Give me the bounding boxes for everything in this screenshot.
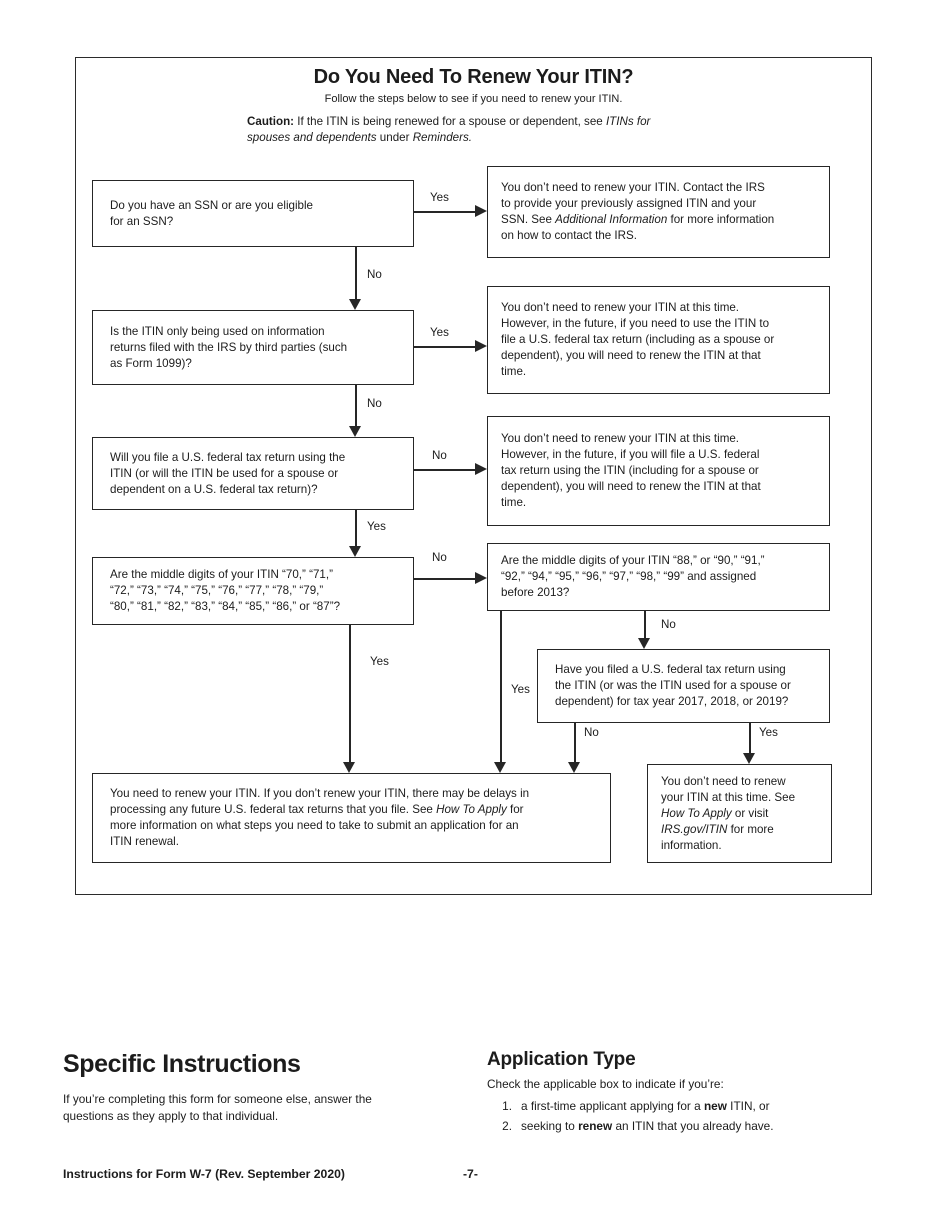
question-box-info-returns-text: Is the ITIN only being used on informati… <box>110 324 348 370</box>
caution-note: Caution: If the ITIN is being renewed fo… <box>247 115 651 144</box>
label-ssn-no: No <box>367 268 382 281</box>
application-type-item-renew: 2. seeking to renew an ITIN that you alr… <box>496 1118 916 1135</box>
answer-box-ssn-yes: You don’t need to renew your ITIN. Conta… <box>487 166 830 258</box>
question-box-info-returns: Is the ITIN only being used on informati… <box>92 310 414 385</box>
connector-middle-digits-yes <box>349 625 351 762</box>
footer-form-title: Instructions for Form W-7 (Rev. Septembe… <box>63 1167 345 1181</box>
answer-box-need-renew-text: You need to renew your ITIN. If you don’… <box>110 787 530 848</box>
arrowhead-middle-digits-no <box>475 572 487 584</box>
connector-ssn-no <box>355 247 357 300</box>
connector-middle-digits-88-99-yes <box>500 611 502 762</box>
label-middle-digits-88-99-yes: Yes <box>511 683 530 696</box>
application-type-heading: Application Type <box>487 1049 636 1070</box>
label-filed-yes: Yes <box>759 726 778 739</box>
arrowhead-filed-no <box>568 762 580 773</box>
connector-info-returns-no <box>355 385 357 427</box>
connector-ssn-yes <box>414 211 476 213</box>
question-box-middle-digits-88-99: Are the middle digits of your ITIN “88,”… <box>487 543 830 611</box>
label-ssn-yes: Yes <box>430 191 449 204</box>
question-box-middle-digits-70-87-text: Are the middle digits of your ITIN “70,”… <box>110 568 341 613</box>
flowchart-subtitle: Follow the steps below to see if you nee… <box>324 93 623 105</box>
list-text: a first-time applicant applying for a ne… <box>521 1099 770 1113</box>
arrowhead-info-returns-no <box>349 426 361 437</box>
specific-instructions-body: If you’re completing this form for someo… <box>63 1092 372 1123</box>
application-type-intro: Check the applicable box to indicate if … <box>487 1077 724 1091</box>
answer-box-ssn-yes-text: You don’t need to renew your ITIN. Conta… <box>501 181 775 242</box>
question-box-will-file: Will you file a U.S. federal tax return … <box>92 437 414 510</box>
arrowhead-info-returns-yes <box>475 340 487 352</box>
label-filed-no: No <box>584 726 599 739</box>
connector-info-returns-yes <box>414 346 476 348</box>
answer-box-info-returns-yes: You don’t need to renew your ITIN at thi… <box>487 286 830 394</box>
arrowhead-filed-yes <box>743 753 755 764</box>
question-box-filed-2017-2019: Have you filed a U.S. federal tax return… <box>537 649 830 723</box>
footer-page-number: -7- <box>463 1167 478 1181</box>
connector-will-file-yes <box>355 510 357 547</box>
connector-will-file-no <box>414 469 476 471</box>
arrowhead-middle-digits-yes <box>343 762 355 773</box>
list-text: seeking to renew an ITIN that you alread… <box>521 1119 774 1133</box>
label-info-returns-yes: Yes <box>430 326 449 339</box>
question-box-middle-digits-88-99-text: Are the middle digits of your ITIN “88,”… <box>501 554 765 599</box>
connector-filed-yes <box>749 723 751 753</box>
connector-middle-digits-88-99-no <box>644 611 646 638</box>
label-info-returns-no: No <box>367 397 382 410</box>
question-box-will-file-text: Will you file a U.S. federal tax return … <box>110 450 346 496</box>
connector-filed-no <box>574 723 576 762</box>
question-box-middle-digits-70-87: Are the middle digits of your ITIN “70,”… <box>92 557 414 625</box>
answer-box-will-file-no-text: You don’t need to renew your ITIN at thi… <box>501 432 761 509</box>
question-box-filed-2017-2019-text: Have you filed a U.S. federal tax return… <box>555 663 791 708</box>
arrowhead-will-file-yes <box>349 546 361 557</box>
application-type-item-new: 1. a first-time applicant applying for a… <box>496 1098 916 1115</box>
arrowhead-will-file-no <box>475 463 487 475</box>
list-number: 1. <box>502 1099 512 1113</box>
label-middle-digits-yes: Yes <box>370 655 389 668</box>
answer-box-need-renew: You need to renew your ITIN. If you don’… <box>92 773 611 863</box>
arrowhead-middle-digits-88-99-yes <box>494 762 506 773</box>
label-middle-digits-88-99-no: No <box>661 618 676 631</box>
connector-middle-digits-no <box>414 578 476 580</box>
answer-box-will-file-no: You don’t need to renew your ITIN at thi… <box>487 416 830 526</box>
specific-instructions-heading: Specific Instructions <box>63 1050 301 1078</box>
label-will-file-no: No <box>432 449 447 462</box>
arrowhead-ssn-yes <box>475 205 487 217</box>
list-number: 2. <box>502 1119 512 1133</box>
arrowhead-ssn-no <box>349 299 361 310</box>
arrowhead-middle-digits-88-99-no <box>638 638 650 649</box>
answer-box-info-returns-yes-text: You don’t need to renew your ITIN at thi… <box>501 301 775 378</box>
label-middle-digits-no: No <box>432 551 447 564</box>
label-will-file-yes: Yes <box>367 520 386 533</box>
flowchart-title: Do You Need To Renew Your ITIN? <box>313 66 634 88</box>
